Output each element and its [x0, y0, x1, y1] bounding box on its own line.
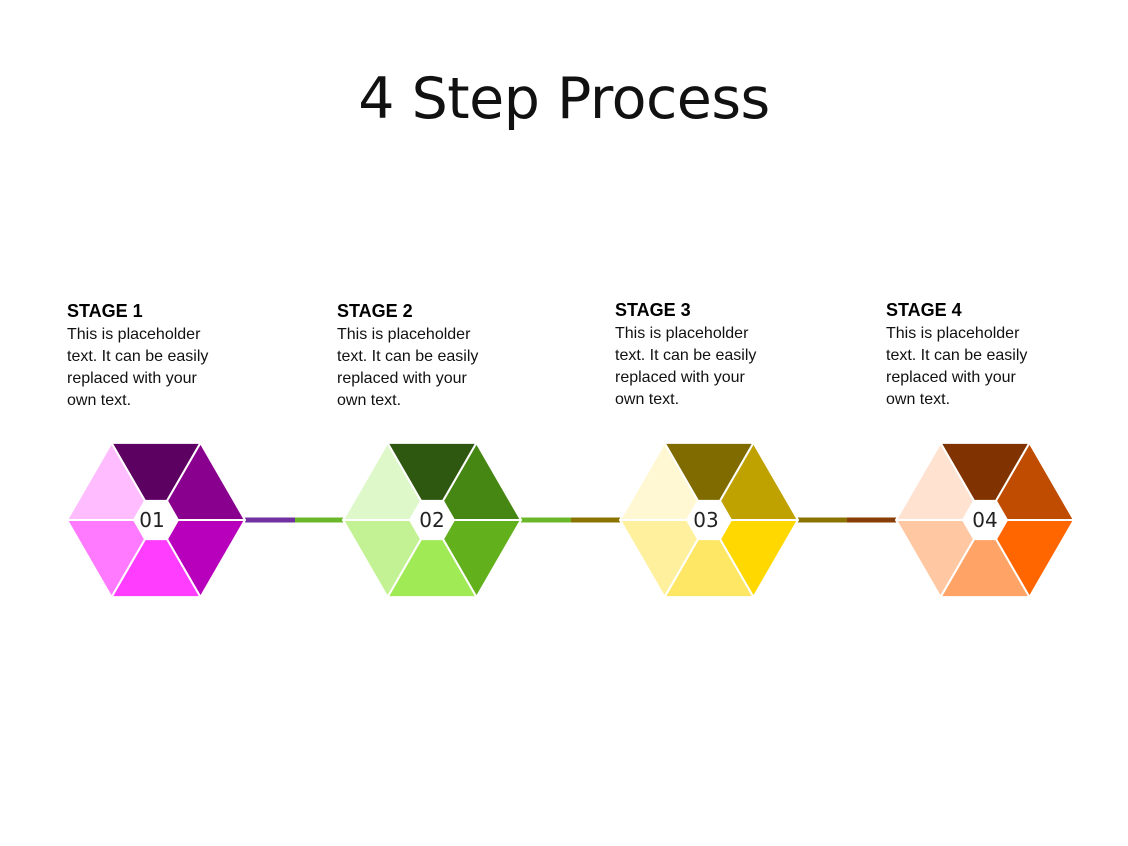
stage-3-hexagon — [619, 441, 799, 599]
stage-2-center-hexagon — [410, 500, 454, 540]
stage-2-hexagon — [342, 441, 522, 599]
stage-4-body: This is placeholder text. It can be easi… — [886, 325, 1028, 408]
stage-3-body: This is placeholder text. It can be easi… — [615, 325, 757, 408]
stage-2-text: STAGE 2 This is placeholder text. It can… — [337, 300, 537, 412]
stage-4-text: STAGE 4 This is placeholder text. It can… — [886, 299, 1086, 411]
stage-1-text: STAGE 1 This is placeholder text. It can… — [67, 300, 267, 412]
stage-4-number: 04 — [972, 508, 997, 532]
stage-2-number: 02 — [419, 508, 444, 532]
page-title: 4 Step Process — [358, 66, 770, 132]
stage-3-text: STAGE 3 This is placeholder text. It can… — [615, 299, 815, 411]
stage-2-body: This is placeholder text. It can be easi… — [337, 326, 479, 409]
stage-3-number: 03 — [693, 508, 718, 532]
stage-2-title: STAGE 2 — [337, 301, 413, 321]
stage-1-title: STAGE 1 — [67, 301, 143, 321]
stage-1-number: 01 — [139, 508, 164, 532]
stage-4-center-hexagon — [963, 500, 1007, 540]
stage-1-hexagon — [66, 441, 246, 599]
stage-4-hexagon — [895, 441, 1075, 599]
stage-1-body: This is placeholder text. It can be easi… — [67, 326, 209, 409]
stage-3-title: STAGE 3 — [615, 300, 691, 320]
stage-4-title: STAGE 4 — [886, 300, 962, 320]
stage-1-center-hexagon — [134, 500, 178, 540]
stage-3-center-hexagon — [687, 500, 731, 540]
